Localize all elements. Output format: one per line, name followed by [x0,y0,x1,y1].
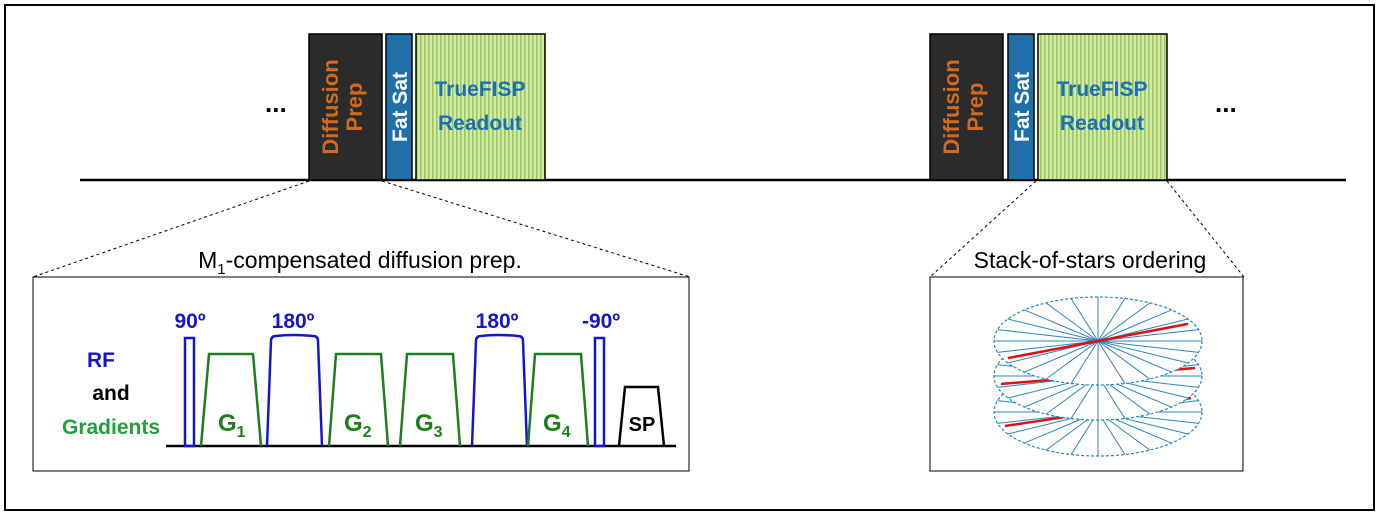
radial-spoke [1007,318,1099,342]
rf-90-pulse [183,336,196,448]
fat-sat-label: Fat Sat [1011,72,1034,142]
radial-spoke [1097,340,1199,353]
truefisp-readout-block [1037,33,1168,181]
radial-spoke [1097,340,1172,373]
fat-sat-label: Fat Sat [389,72,412,142]
diffusion-prep-block [929,33,1004,181]
zoom-guides [32,180,1245,278]
gradients-label: Gradients [62,416,160,439]
stack-panel-title: Stack-of-stars ordering [974,247,1207,273]
spoiler-label: SP [629,414,656,436]
spoiler-gradient [617,385,666,447]
radial-spoke [1045,302,1099,342]
gradient-g4 [526,352,590,447]
readout-label-line1: TrueFISP [434,78,525,101]
stack-of-stars-panel: Stack-of-stars ordering [929,247,1244,472]
fat-sat-block [385,33,413,181]
ellipsis-right: ... [1215,88,1237,118]
rf-180-label-a: 180º [272,310,315,333]
fat-sat-block [1007,33,1035,181]
readout-label-line2: Readout [1060,112,1144,135]
diffusion-prep-block [308,33,383,181]
g3-label: G3 [415,410,443,441]
diffusion-prep-label-line2: Prep [963,83,988,132]
radial-spoke [1024,340,1099,373]
ellipsis-left: ... [265,88,287,118]
gradient-g3 [398,352,462,447]
stack-of-stars-illustration [993,296,1203,457]
diffusion-prep-label-line2: Prep [342,83,367,132]
readout-label-line1: TrueFISP [1056,78,1147,101]
radial-spoke [1070,298,1099,342]
g1-label: G1 [218,410,246,441]
rf-180-label-b: 180º [476,310,519,333]
sequence-group-1: Diffusion Prep Fat Sat TrueFISP Readout [308,33,546,181]
diffusion-prep-panel: M1-compensated diffusion prep. RF and Gr… [32,247,690,472]
rf-90-label: 90º [174,310,205,333]
radial-spoke [1097,340,1126,384]
radial-spoke [1097,302,1151,342]
diffusion-prep-label-line1: Diffusion [318,59,343,154]
g2-label: G2 [344,410,372,441]
radial-spoke [1097,298,1126,342]
radial-spoke [1097,340,1151,380]
radial-spoke [1045,340,1099,380]
radial-spoke [1097,340,1189,364]
g4-label: G4 [543,410,571,441]
rf-neg90-label: -90º [582,310,620,333]
gradient-g1 [199,352,263,447]
stack-layer-outline [993,296,1203,386]
radial-spoke [1097,309,1172,342]
rf-neg90-pulse [593,336,606,448]
diffusion-panel-frame [32,276,690,472]
diffusion-panel-title: M1-compensated diffusion prep. [198,247,522,278]
highlighted-spoke [1007,322,1189,360]
radial-spoke [997,329,1099,342]
rf-180-pulse-b [470,333,529,447]
gradient-g2 [327,352,390,447]
radial-spoke [997,340,1099,353]
rf-180-pulse-a [265,333,324,447]
radial-spoke [1024,309,1099,342]
diffusion-prep-label-line1: Diffusion [939,59,964,154]
truefisp-readout-block [415,33,546,181]
readout-label-line2: Readout [438,112,522,135]
sequence-group-2: Diffusion Prep Fat Sat TrueFISP Readout [929,33,1168,181]
radial-spoke [1097,329,1199,342]
rf-label: RF [87,349,115,372]
stack-layer-1 [993,296,1203,386]
radial-spoke [1070,340,1099,384]
and-label: and [92,382,129,405]
